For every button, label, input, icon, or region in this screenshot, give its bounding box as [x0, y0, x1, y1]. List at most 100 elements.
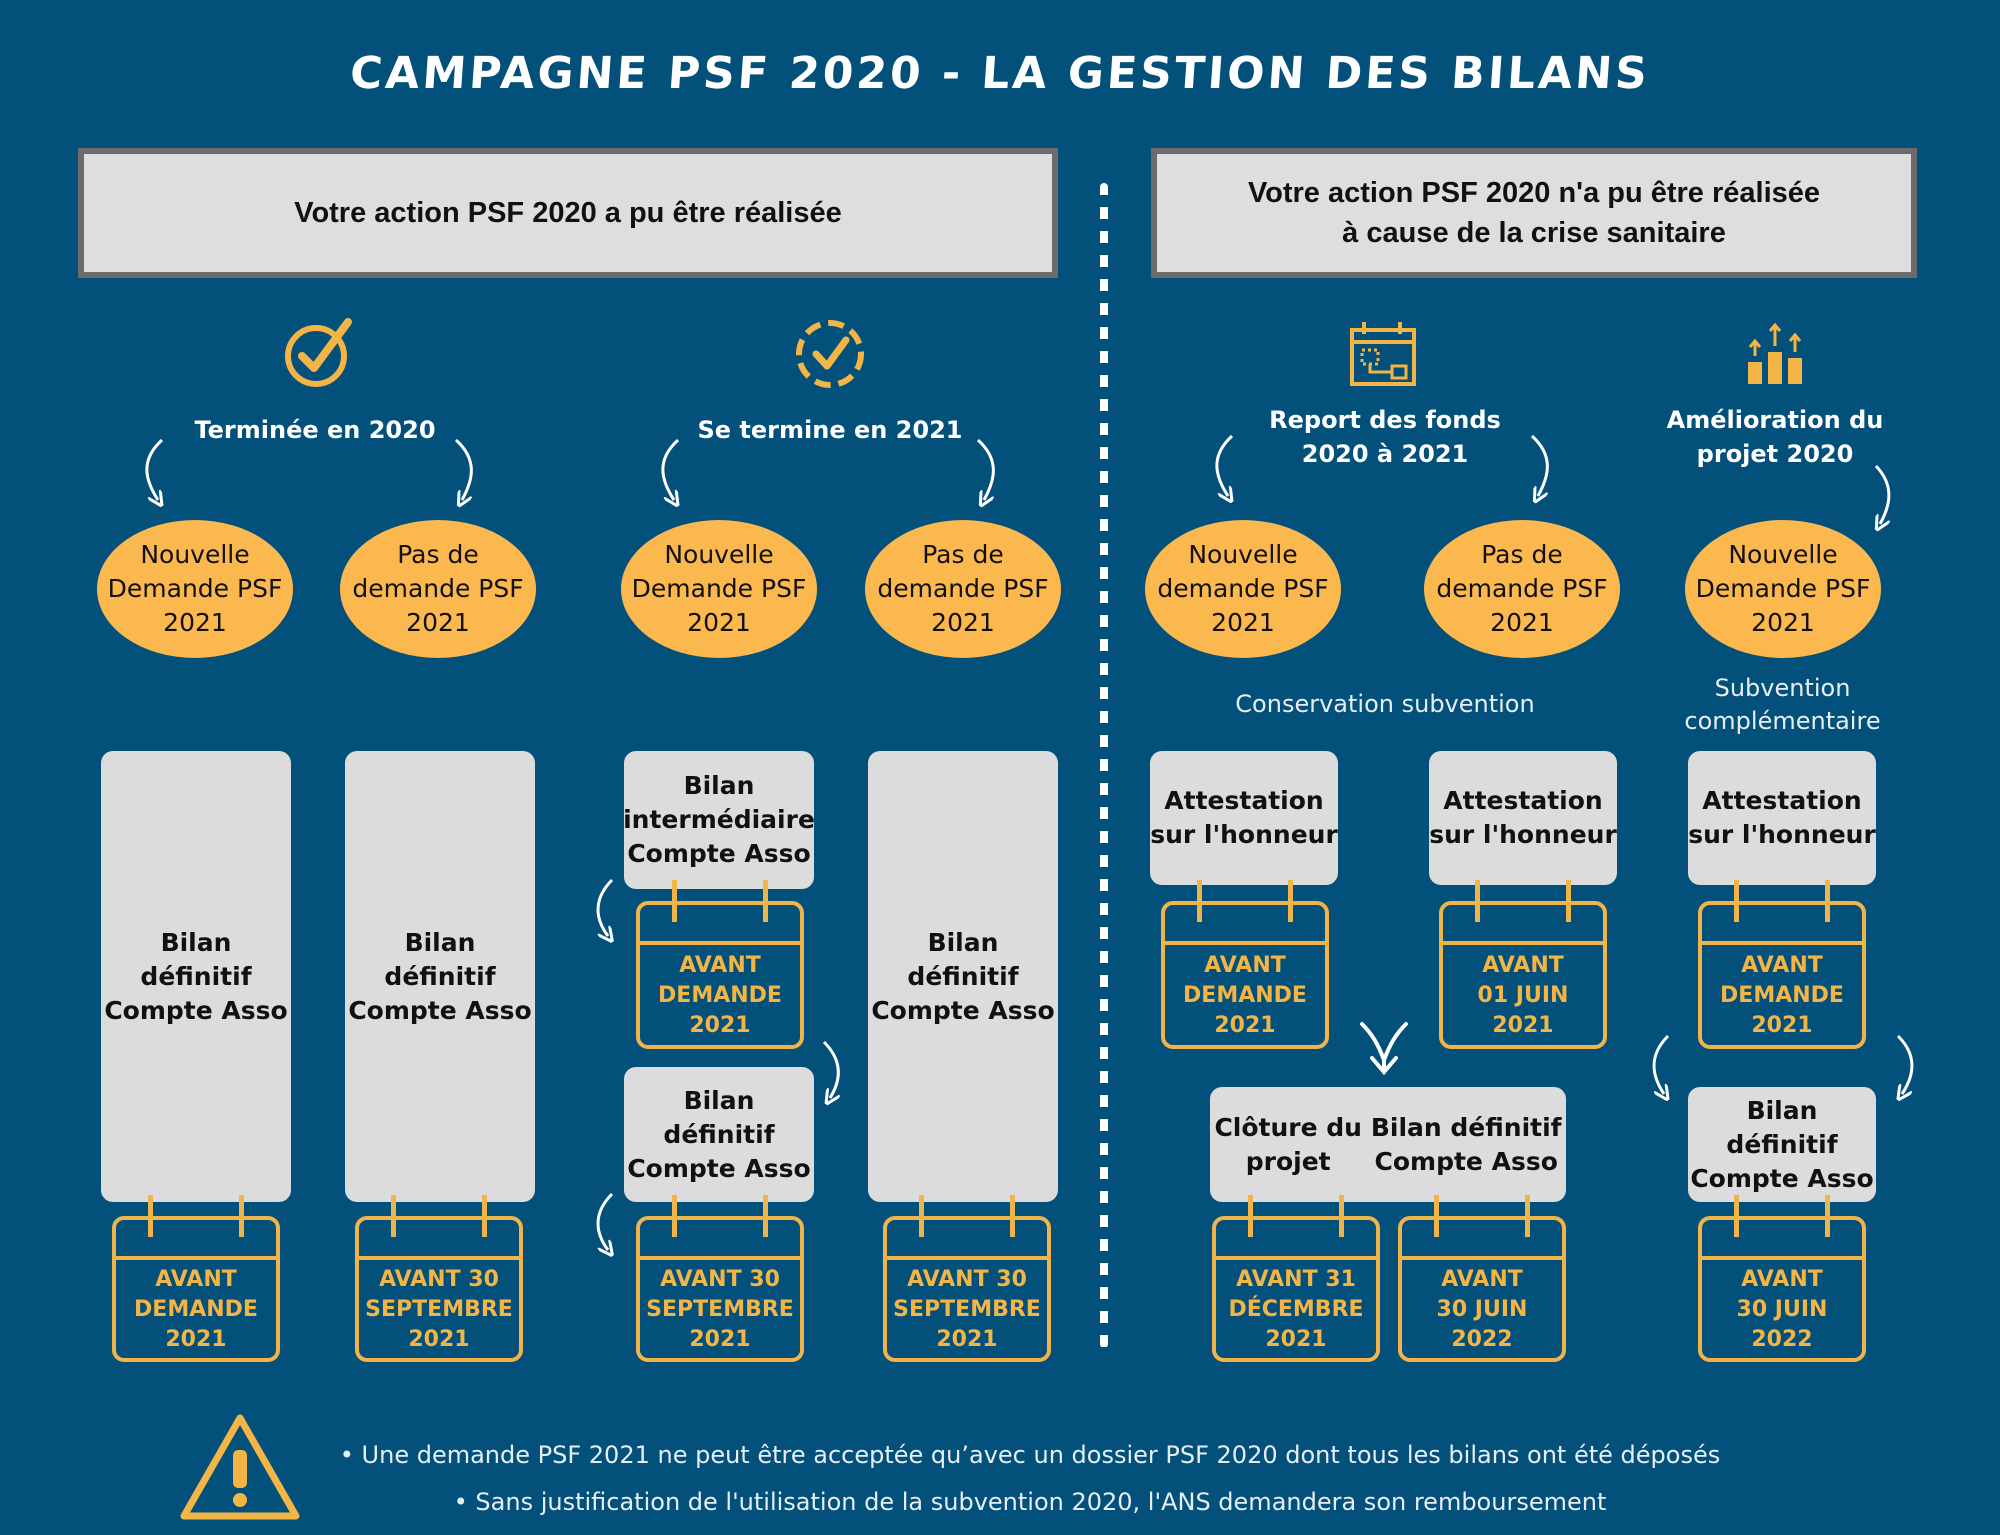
note-line: complémentaire [1684, 707, 1881, 735]
cal-line: 30 JUIN [1436, 1297, 1528, 1322]
cal-line: AVANT [679, 953, 761, 978]
box-line: Compte Asso [1374, 1146, 1558, 1176]
cal-line: 2022 [1451, 1327, 1513, 1352]
oval-line: demande PSF [1436, 574, 1608, 603]
oval-line: 2021 [1751, 608, 1815, 637]
cal-line: 2021 [1751, 1013, 1813, 1038]
warning-line-2: • Sans justification de l'utilisation de… [453, 1488, 1607, 1516]
cal-line: DEMANDE [658, 983, 782, 1008]
oval-line: Nouvelle [140, 540, 250, 569]
left-header-text: Votre action PSF 2020 a pu être réalisée [294, 197, 842, 229]
cal-line: 2021 [1214, 1013, 1276, 1038]
box-line: Attestation [1702, 786, 1862, 815]
cal-line: 01 JUIN [1477, 983, 1569, 1008]
calendar-bar [1702, 941, 1862, 945]
check-circle-icon [285, 318, 352, 387]
oval-line: Pas de [922, 540, 1004, 569]
calendar-bar [1402, 1256, 1562, 1260]
arrow-cal-bilan [822, 1040, 838, 1098]
arrow-report-left [1215, 434, 1232, 496]
box-line: Compte Asso [1690, 1163, 1874, 1193]
box-line: Bilan définitif [140, 927, 252, 991]
calendar-ring [1475, 880, 1480, 922]
oval-line: 2021 [1490, 608, 1554, 637]
box-line: Bilan [683, 1085, 755, 1115]
box-line: Bilan définitif [384, 927, 496, 991]
oval-line: 2021 [1211, 608, 1275, 637]
box-line: définitif [663, 1119, 775, 1149]
cal-line: AVANT [1441, 1267, 1523, 1292]
cal-line: SEPTEMBRE [365, 1297, 513, 1322]
cal-line: 2021 [408, 1327, 470, 1352]
box-line: sur l'honneur [1688, 820, 1876, 849]
note-line: Subvention [1714, 674, 1851, 702]
cal-line: AVANT [1741, 1267, 1823, 1292]
section-divider [1100, 183, 1108, 1348]
branch-amelioration-line2: projet 2020 [1696, 440, 1854, 468]
cal-line: AVANT [1204, 953, 1286, 978]
box-line: Compte Asso [627, 1153, 811, 1183]
box-line: Bilan [683, 771, 755, 800]
arrow-report-right [1530, 434, 1549, 496]
warning-triangle-icon [180, 1414, 300, 1520]
cal-line: AVANT [1741, 953, 1823, 978]
calendar-ring [482, 1195, 487, 1237]
dashed-check-circle-icon [796, 320, 864, 388]
oval-line: Nouvelle [1728, 540, 1838, 569]
calendar-ring [763, 880, 768, 922]
calendar-ring [1825, 1195, 1830, 1237]
cal-line: AVANT 30 [907, 1267, 1027, 1292]
calendar-ring [1248, 1195, 1253, 1237]
calendar-ring [672, 880, 677, 922]
box-attestation-2: Attestation sur l'honneur [1429, 751, 1617, 885]
calendar-bar [116, 1256, 276, 1260]
arrow-se-termine-right [976, 438, 995, 500]
branch-terminee-label: Terminée en 2020 [194, 416, 436, 444]
cal-line: SEPTEMBRE [893, 1297, 1041, 1322]
branch-report-line1: Report des fonds [1269, 406, 1501, 434]
calendar-ring [1434, 1195, 1439, 1237]
branch-amelioration-line1: Amélioration du [1666, 406, 1884, 434]
calendar-ring [1825, 880, 1830, 922]
cal-line: AVANT [155, 1267, 237, 1292]
box-line: Bilan définitif [907, 927, 1019, 991]
box-attestation-3: Attestation sur l'honneur [1688, 751, 1876, 885]
calendar-ring [1734, 880, 1739, 922]
cal-line: AVANT 30 [660, 1267, 780, 1292]
box-line: Attestation [1164, 786, 1324, 815]
calendar-ring [239, 1195, 244, 1237]
growth-bars-icon [1748, 322, 1802, 384]
box-line: sur l'honneur [1429, 820, 1617, 849]
box-line: Attestation [1443, 786, 1603, 815]
box-line: Compte Asso [104, 995, 288, 1025]
oval-line: 2021 [163, 608, 227, 637]
cal-line: 2022 [1751, 1327, 1813, 1352]
oval-line: demande PSF [352, 574, 524, 603]
